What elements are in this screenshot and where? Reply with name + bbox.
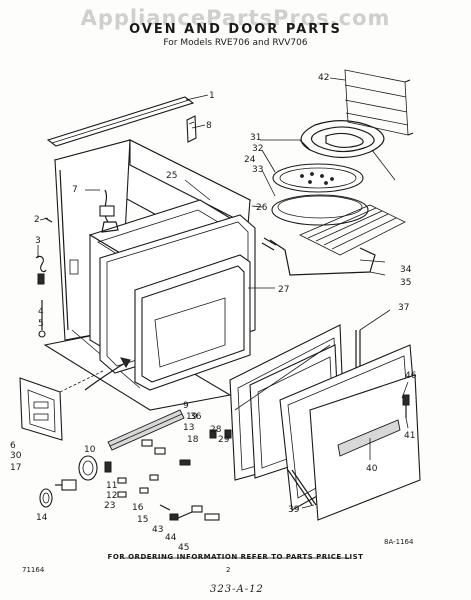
part-broil-pan: [271, 194, 369, 226]
callout-34: 34: [400, 265, 412, 275]
insertion-arrow: [84, 357, 131, 391]
part-small-switches: [104, 429, 232, 521]
callout-labels: 1 2 3 4 5 6 7 8 9 10 11 12 13 14 15 16 1…: [10, 73, 417, 553]
callout-23: 23: [104, 501, 115, 511]
callout-18: 18: [187, 435, 199, 445]
callout-12: 12: [106, 491, 117, 501]
callout-2: 2: [34, 215, 40, 225]
doc-date-code: 71164: [22, 566, 45, 574]
callout-44: 44: [165, 533, 177, 543]
callout-10: 10: [84, 445, 96, 455]
callout-24: 24: [244, 155, 256, 165]
leader-lines: [37, 77, 409, 509]
part-hinge-arm: [287, 469, 317, 506]
part-bake-element: [261, 237, 376, 276]
callout-27: 27: [278, 285, 289, 295]
ordering-note: FOR ORDERING INFORMATION REFER TO PARTS …: [107, 553, 364, 561]
callout-11: 11: [106, 481, 117, 491]
callout-40: 40: [366, 464, 378, 474]
part-broil-element: [299, 120, 385, 159]
callout-42: 42: [318, 73, 329, 83]
part-thermostat-bar: [107, 409, 185, 451]
callout-43: 43: [152, 525, 163, 535]
callout-33: 33: [252, 165, 263, 175]
callout-19: 19: [186, 412, 198, 422]
part-broil-pan-insert: [272, 163, 364, 193]
callout-46: 46: [405, 371, 417, 381]
callout-26: 26: [256, 203, 268, 213]
diagram-subtitle: For Models RVE706 and RVV706: [163, 38, 308, 48]
callout-28: 28: [210, 425, 222, 435]
callout-25: 25: [166, 171, 177, 181]
callout-4: 4: [38, 307, 44, 317]
page-number: 2: [226, 566, 231, 574]
part-broil-rack: [344, 69, 414, 136]
part-oven-box: [134, 254, 251, 391]
part-lamp: [39, 488, 53, 508]
watermark: AppliancePartsPros.com: [80, 6, 391, 30]
callout-14: 14: [36, 513, 48, 523]
part-door-hinge: [402, 394, 410, 418]
callout-13: 13: [183, 423, 194, 433]
part-oven-rack: [299, 204, 406, 256]
callout-32: 32: [252, 144, 263, 154]
callout-6: 6: [10, 441, 16, 451]
callout-31: 31: [250, 133, 261, 143]
part-control-bracket: [19, 369, 106, 441]
callout-41: 41: [404, 431, 415, 441]
callout-39: 39: [288, 505, 300, 515]
callout-30: 30: [10, 451, 22, 461]
part-bracket-8: [186, 115, 197, 143]
callout-16: 16: [132, 503, 144, 513]
diagram-title: OVEN AND DOOR PARTS: [129, 22, 342, 37]
callout-45: 45: [178, 543, 189, 553]
callout-1: 1: [209, 91, 215, 101]
part-timer-knob: [78, 455, 98, 481]
callout-9: 9: [183, 401, 189, 411]
callout-5: 5: [38, 319, 44, 329]
part-light-socket: [55, 479, 77, 491]
callout-15: 15: [137, 515, 148, 525]
callout-3: 3: [35, 236, 41, 246]
callout-35: 35: [400, 278, 411, 288]
callout-17: 17: [10, 463, 21, 473]
callout-37: 37: [398, 303, 409, 313]
drawing-code: 8A-1164: [384, 538, 414, 546]
part-door-outer: [309, 374, 421, 521]
callout-36: 36: [190, 412, 202, 422]
callout-8: 8: [206, 121, 212, 131]
part-wiring-harness: [99, 189, 119, 233]
handwritten-note: 323-A-12: [210, 584, 264, 595]
part-top-trim: [46, 96, 195, 147]
callout-7: 7: [72, 185, 78, 195]
callout-29: 29: [218, 435, 230, 445]
